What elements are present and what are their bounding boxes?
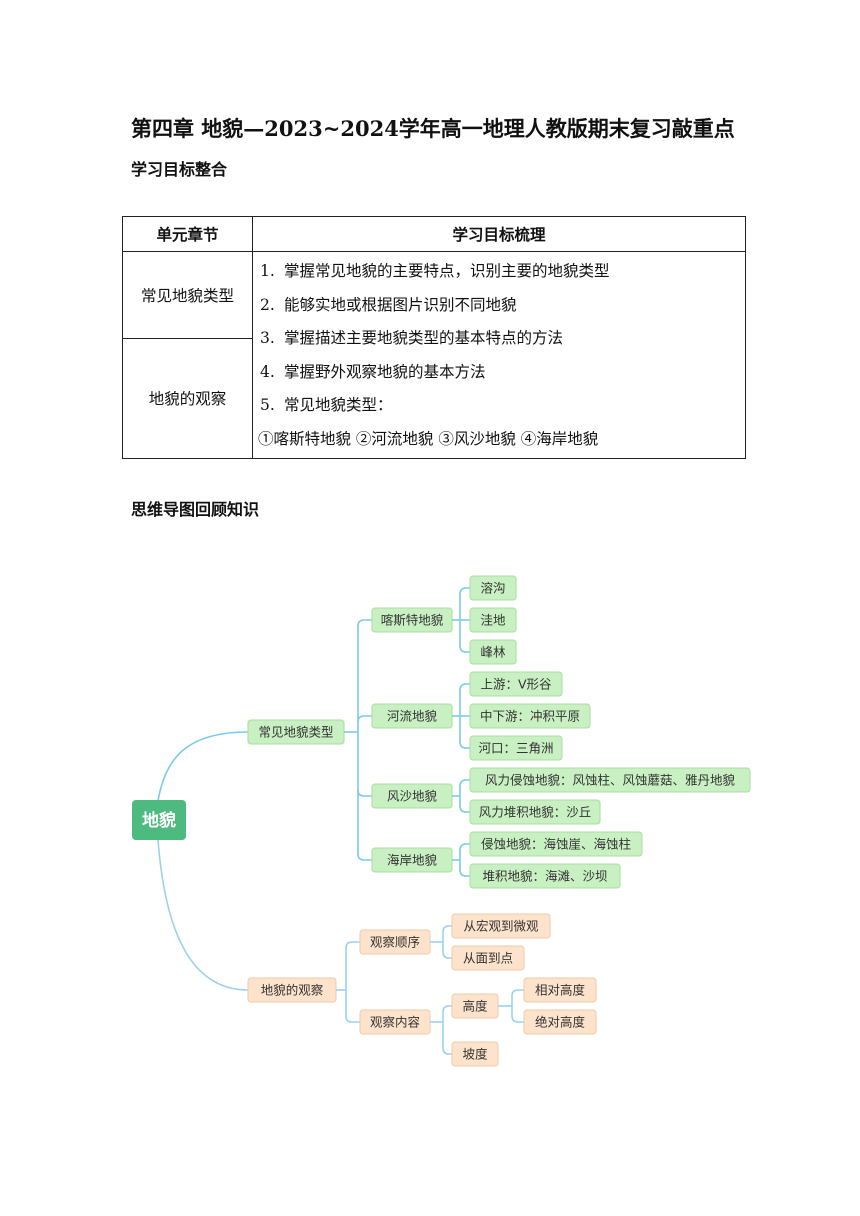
goal-line: 1.掌握常见地貌的主要特点，识别主要的地貌类型	[260, 262, 610, 280]
connector-line	[442, 951, 452, 959]
observation-content-label: 观察内容	[370, 1015, 420, 1030]
leaf-3-2: 风力堆积地貌：沙丘	[469, 799, 601, 825]
header-goals: 学习目标梳理	[252, 216, 746, 252]
leaf-3-1: 风力侵蚀地貌：风蚀柱、风蚀蘑菇、雅丹地貌	[469, 767, 751, 793]
leaf-2-3: 河口：三角洲	[469, 735, 563, 761]
connector-line	[442, 1005, 452, 1013]
connector-line	[442, 925, 452, 933]
connector-line	[511, 989, 524, 997]
observation-order: 观察顺序	[359, 929, 431, 955]
leaf-2-3-label: 河口：三角洲	[478, 741, 553, 756]
leaf-4-2-label: 堆积地貌：海滩、沙坝	[482, 869, 607, 884]
goal-line: ①喀斯特地貌 ②河流地貌 ③风沙地貌 ④海岸地貌	[258, 429, 599, 448]
leaf-3-1-label: 风力侵蚀地貌：风蚀柱、风蚀蘑菇、雅丹地貌	[485, 773, 736, 788]
category-4-label: 海岸地貌	[387, 853, 438, 868]
connector-line	[511, 1015, 524, 1023]
leaf-4-1-label: 侵蚀地貌：海蚀崖、海蚀柱	[481, 837, 631, 852]
branch-common-landforms-label: 常见地貌类型	[258, 725, 333, 740]
leaf-1-2: 洼地	[469, 607, 517, 633]
order-leaf-2: 从面到点	[451, 945, 525, 971]
table-header-row: 单元章节 学习目标梳理	[122, 216, 746, 252]
connector-line	[345, 1015, 360, 1023]
category-2: 河流地貌	[371, 703, 453, 729]
connector-line	[459, 779, 470, 787]
leaf-4-1: 侵蚀地貌：海蚀崖、海蚀柱	[469, 831, 643, 857]
leaf-1-1: 溶沟	[469, 575, 517, 601]
goal-line: 3.掌握描述主要地貌类型的基本特点的方法	[260, 329, 564, 348]
goals-table: 单元章节 学习目标梳理 常见地貌类型 1.掌握常见地貌的主要特点，识别主要的地貌…	[122, 216, 746, 459]
goal-line: 5.常见地貌类型：	[260, 396, 393, 415]
category-4: 海岸地貌	[371, 847, 453, 873]
connector-line	[459, 843, 470, 851]
leaf-4-2: 堆积地貌：海滩、沙坝	[469, 863, 621, 889]
root-node: 地貌	[132, 800, 186, 840]
content-slope-label: 坡度	[462, 1047, 488, 1062]
observation-content: 观察内容	[359, 1009, 431, 1035]
observation-order-label: 观察顺序	[370, 935, 420, 950]
connector-line	[357, 619, 372, 627]
page-title: 第四章 地貌—2023~2024学年高一地理人教版期末复习敲重点	[131, 116, 735, 141]
leaf-2-1-label: 上游：V形谷	[480, 677, 552, 692]
leaf-3-2-label: 风力堆积地貌：沙丘	[479, 805, 592, 820]
goals-cell: 1.掌握常见地貌的主要特点，识别主要的地貌类型 2.能够实地或根据图片识别不同地…	[252, 251, 746, 459]
root-label: 地貌	[142, 810, 176, 831]
leaf-1-3-label: 峰林	[480, 645, 506, 660]
section-heading-mindmap: 思维导图回顾知识	[131, 500, 260, 519]
category-3-label: 风沙地貌	[387, 789, 438, 804]
content-height-label: 高度	[462, 999, 488, 1014]
connector-line	[357, 715, 372, 723]
order-leaf-2-label: 从面到点	[463, 951, 513, 966]
height-leaf-2: 绝对高度	[523, 1009, 597, 1035]
leaf-2-2: 中下游：冲积平原	[469, 703, 591, 729]
height-leaf-1: 相对高度	[523, 977, 597, 1003]
connector-line	[459, 683, 470, 691]
content-slope: 坡度	[451, 1041, 499, 1067]
root-branch-curve-2	[157, 839, 249, 991]
table-row: 地貌的观察	[122, 338, 746, 459]
goal-line: 2.能够实地或根据图片识别不同地貌	[260, 295, 517, 314]
category-3: 风沙地貌	[371, 783, 453, 809]
connector-line	[357, 789, 372, 797]
content-height: 高度	[451, 993, 499, 1019]
leaf-1-1-label: 溶沟	[480, 581, 505, 596]
goal-line: 4.掌握野外观察地貌的基本方法	[260, 362, 486, 381]
connector-line	[459, 645, 470, 653]
category-2-label: 河流地貌	[387, 709, 438, 724]
leaf-1-3: 峰林	[469, 639, 517, 665]
connector-line	[459, 869, 470, 877]
height-leaf-1-label: 相对高度	[535, 983, 586, 998]
height-leaf-2-label: 绝对高度	[535, 1015, 586, 1030]
connector-line	[459, 587, 470, 595]
connector-line	[357, 853, 372, 861]
unit-cell-2: 地貌的观察	[122, 338, 253, 459]
category-1-label: 喀斯特地貌	[381, 613, 444, 628]
connector-line	[442, 1047, 452, 1055]
category-1: 喀斯特地貌	[371, 607, 453, 633]
leaf-1-2-label: 洼地	[480, 613, 506, 628]
leaf-2-2-label: 中下游：冲积平原	[480, 709, 580, 724]
table-row: 常见地貌类型 1.掌握常见地貌的主要特点，识别主要的地貌类型 2.能够实地或根据…	[122, 250, 746, 459]
connector-line	[459, 805, 470, 813]
connector-line	[345, 941, 360, 949]
order-leaf-1-label: 从宏观到微观	[463, 919, 539, 934]
connector-line	[459, 741, 470, 749]
branch-observation: 地貌的观察	[247, 977, 337, 1003]
leaf-2-1: 上游：V形谷	[469, 671, 563, 697]
root-branch-curve-1	[157, 731, 249, 802]
order-leaf-1: 从宏观到微观	[451, 913, 551, 939]
branch-observation-label: 地貌的观察	[261, 983, 324, 998]
branch-common-landforms: 常见地貌类型	[247, 719, 345, 745]
section-heading-goals: 学习目标整合	[131, 160, 228, 179]
